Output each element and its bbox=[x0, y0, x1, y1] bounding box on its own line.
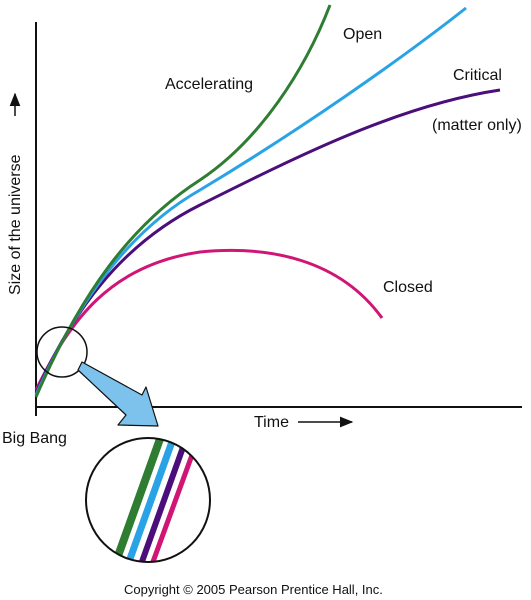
zoom-accelerating-line bbox=[109, 438, 169, 562]
x-axis-label: Time bbox=[254, 414, 289, 431]
magnifier-small-circle bbox=[36, 326, 88, 378]
y-axis-label: Size of the universe bbox=[7, 154, 24, 295]
zoom-open-line bbox=[122, 438, 182, 562]
open-curve bbox=[34, 6, 467, 396]
critical-label: Critical bbox=[453, 67, 502, 84]
matter-only-label: (matter only) bbox=[432, 117, 522, 134]
accelerating-label: Accelerating bbox=[165, 76, 253, 93]
copyright-text: Copyright © 2005 Pearson Prentice Hall, … bbox=[124, 582, 383, 597]
magnifier-zoom-circle bbox=[85, 437, 211, 563]
closed-label: Closed bbox=[383, 279, 433, 296]
zoom-critical-line bbox=[136, 438, 194, 562]
accelerating-curve bbox=[34, 4, 332, 398]
open-label: Open bbox=[343, 26, 382, 43]
big-bang-label: Big Bang bbox=[2, 430, 67, 447]
callout-arrow bbox=[77, 361, 159, 427]
closed-curve bbox=[34, 248, 384, 391]
critical-curve bbox=[34, 88, 501, 394]
